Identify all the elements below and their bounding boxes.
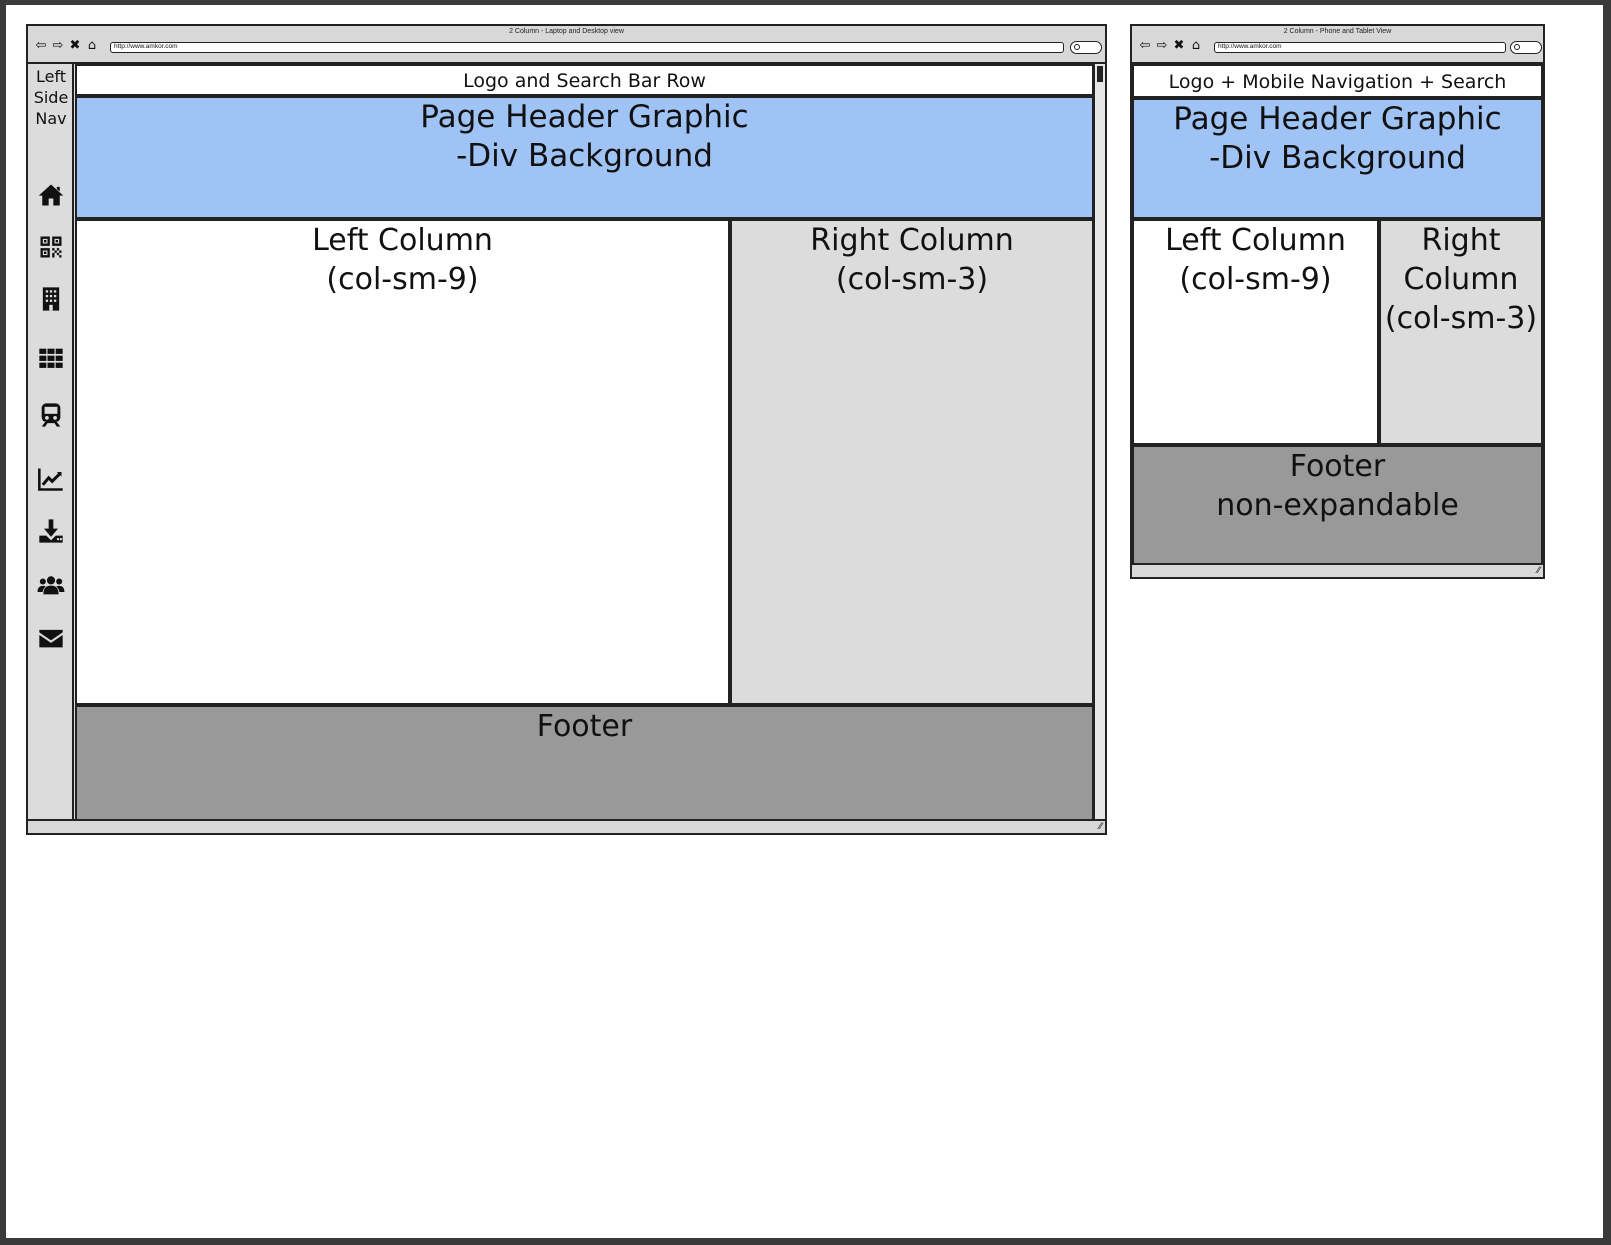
mobile-url-bar[interactable]: http://www.amkor.com <box>1214 42 1506 53</box>
mobile-window-title: 2 Column - Phone and Tablet View <box>1283 28 1392 35</box>
desktop-browser-window: 2 Column - Laptop and Desktop view ⇦ ⇨ ✖… <box>26 24 1107 835</box>
envelope-icon[interactable] <box>37 624 65 652</box>
mobile-nav-buttons: ⇦ ⇨ ✖ ⌂ <box>1138 37 1203 53</box>
mobile-search-pill[interactable] <box>1510 41 1542 54</box>
desktop-logo-search-row: Logo and Search Bar Row <box>75 64 1094 96</box>
mobile-status-bar: ⁄⁄ <box>1132 563 1543 577</box>
mobile-page-header: Page Header Graphic -Div Background <box>1132 98 1543 219</box>
train-icon[interactable] <box>37 401 65 429</box>
close-icon[interactable]: ✖ <box>1173 37 1185 53</box>
desktop-title-bar: 2 Column - Laptop and Desktop view ⇦ ⇨ ✖… <box>28 26 1105 64</box>
wireframe-canvas: 2 Column - Laptop and Desktop view ⇦ ⇨ ✖… <box>6 5 1603 1238</box>
home-outline-icon[interactable]: ⌂ <box>87 37 97 53</box>
desktop-left-column: Left Column (col-sm-9) <box>75 219 730 705</box>
mobile-title-bar: 2 Column - Phone and Tablet View ⇦ ⇨ ✖ ⌂… <box>1132 26 1543 64</box>
line-chart-icon[interactable] <box>37 465 65 493</box>
home-outline-icon[interactable]: ⌂ <box>1191 37 1201 53</box>
forward-arrow-icon[interactable]: ⇨ <box>52 37 64 53</box>
mobile-logo-nav-search-row: Logo + Mobile Navigation + Search <box>1132 64 1543 98</box>
qr-code-icon[interactable] <box>37 233 65 261</box>
download-icon[interactable] <box>37 517 65 545</box>
back-arrow-icon[interactable]: ⇦ <box>35 37 47 53</box>
grid-icon[interactable] <box>37 344 65 372</box>
desktop-page-header: Page Header Graphic -Div Background <box>75 96 1094 219</box>
resize-grip-icon[interactable]: ⁄⁄ <box>1536 566 1540 576</box>
forward-arrow-icon[interactable]: ⇨ <box>1156 37 1168 53</box>
side-nav-label: Left Side Nav <box>33 67 69 128</box>
desktop-window-title: 2 Column - Laptop and Desktop view <box>509 28 624 35</box>
users-icon[interactable] <box>37 571 65 599</box>
back-arrow-icon[interactable]: ⇦ <box>1139 37 1151 53</box>
desktop-nav-buttons: ⇦ ⇨ ✖ ⌂ <box>34 37 99 53</box>
mobile-left-column: Left Column (col-sm-9) <box>1132 219 1379 445</box>
desktop-footer: Footer <box>75 705 1094 823</box>
desktop-vertical-scrollbar[interactable] <box>1094 64 1105 821</box>
desktop-url-bar[interactable]: http://www.amkor.com <box>110 42 1064 53</box>
left-side-nav: Left Side Nav <box>28 64 74 819</box>
mobile-footer: Footer non-expandable <box>1132 445 1543 565</box>
desktop-search-pill[interactable] <box>1070 41 1102 54</box>
close-icon[interactable]: ✖ <box>69 37 81 53</box>
scrollbar-thumb[interactable] <box>1097 66 1103 82</box>
building-icon[interactable] <box>37 285 65 313</box>
mobile-right-column: Right Column (col-sm-3) <box>1379 219 1543 445</box>
mobile-browser-window: 2 Column - Phone and Tablet View ⇦ ⇨ ✖ ⌂… <box>1130 24 1545 579</box>
desktop-status-bar: ⁄⁄ <box>28 819 1105 833</box>
desktop-right-column: Right Column (col-sm-3) <box>730 219 1094 705</box>
resize-grip-icon[interactable]: ⁄⁄ <box>1098 822 1102 832</box>
home-icon[interactable] <box>37 181 65 209</box>
